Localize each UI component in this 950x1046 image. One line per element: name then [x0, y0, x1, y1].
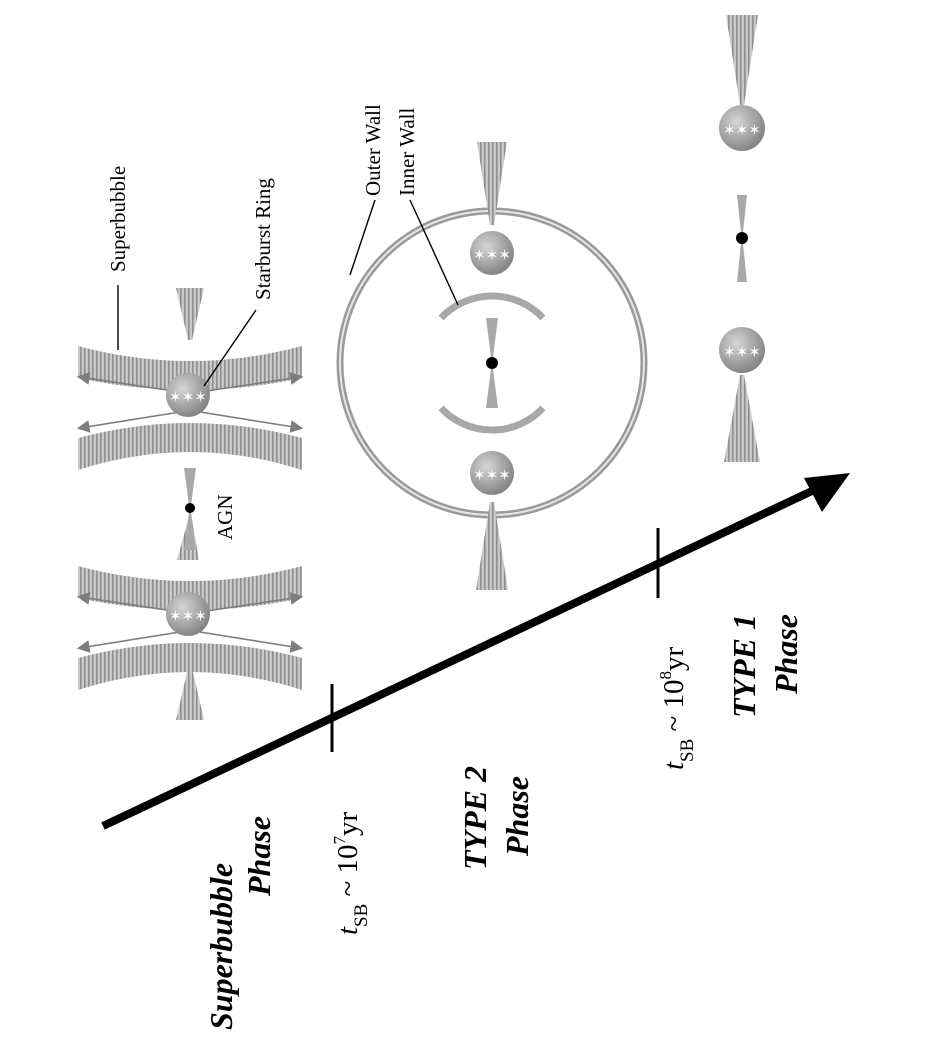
inner-wall-label: Inner Wall — [395, 108, 419, 196]
time-label-1e7: tSB ~ 107yr — [330, 811, 372, 935]
starburst-ball-right — [166, 373, 210, 417]
star-glyphs: ✶✶✶ — [169, 609, 207, 625]
star-glyphs: ✶✶✶ — [473, 248, 511, 264]
superbubble-phase-illustration: ✶✶✶ ✶✶✶ — [76, 285, 304, 720]
type2-phase-label: TYPE 2 Phase — [457, 766, 535, 870]
time-arrow-head — [804, 473, 850, 512]
star-glyphs: ✶✶✶ — [473, 468, 511, 484]
agn-dot — [736, 232, 748, 244]
star-glyphs: ✶✶✶ — [723, 345, 761, 361]
type1-phase-illustration: ✶✶✶ ✶✶✶ — [719, 15, 765, 462]
outer-wall-label: Outer Wall — [361, 104, 385, 196]
jet-cone-top — [477, 142, 507, 225]
agn-cone-top — [486, 318, 498, 357]
jet-cone-top — [726, 15, 758, 105]
superbubble-label: Superbubble — [106, 166, 130, 272]
inner-wall-leader — [409, 199, 459, 306]
jet-cone-bottom — [724, 375, 760, 462]
jet-cone-bottom — [476, 502, 508, 590]
time-label-1e8: tSB ~ 108yr — [656, 646, 698, 770]
inner-wall-top — [438, 292, 546, 321]
agn-dot — [486, 357, 498, 369]
superbubble-phase-label: Superbubble Phase — [203, 816, 277, 1030]
agn-cone-top — [737, 195, 747, 232]
starburst-ball-top — [719, 105, 765, 151]
starburst-ball-left — [166, 592, 210, 636]
starburst-ring-label: Starburst Ring — [251, 178, 275, 300]
agn-cone-bottom — [737, 244, 747, 282]
superbubble-phase-line1: Superbubble — [203, 863, 239, 1030]
time-arrow-shaft — [101, 486, 816, 830]
star-glyphs: ✶✶✶ — [723, 123, 761, 139]
superbubble-shell-right — [76, 346, 304, 470]
jet-cone-left-bottom — [176, 668, 204, 720]
agn-cone-bottom — [486, 369, 498, 408]
starburst-ball-top — [470, 231, 514, 275]
star-glyphs: ✶✶✶ — [169, 390, 207, 406]
superbubble-phase-line2: Phase — [241, 816, 277, 897]
type2-phase-illustration: ✶✶✶ ✶✶✶ — [336, 142, 648, 590]
agn-cone-top — [184, 468, 196, 505]
type1-phase-line1: TYPE 1 — [726, 614, 762, 718]
starburst-ball-bottom — [719, 327, 765, 373]
agn-cone-bottom — [184, 512, 196, 550]
type2-phase-line2: Phase — [499, 776, 535, 857]
time-arrow — [101, 473, 850, 830]
superbubble-shell-left — [76, 566, 304, 690]
inner-wall-bottom — [438, 405, 546, 434]
type1-phase-line2: Phase — [768, 614, 804, 695]
jet-cone-right-top — [176, 288, 204, 340]
outer-wall-leader — [349, 199, 376, 276]
agn-label: AGN — [213, 495, 237, 541]
type1-phase-label: TYPE 1 Phase — [726, 614, 804, 718]
type2-phase-line1: TYPE 2 — [457, 766, 493, 870]
starburst-leader — [203, 309, 257, 387]
agn-dot — [185, 503, 195, 513]
starburst-ball-bottom — [470, 451, 514, 495]
